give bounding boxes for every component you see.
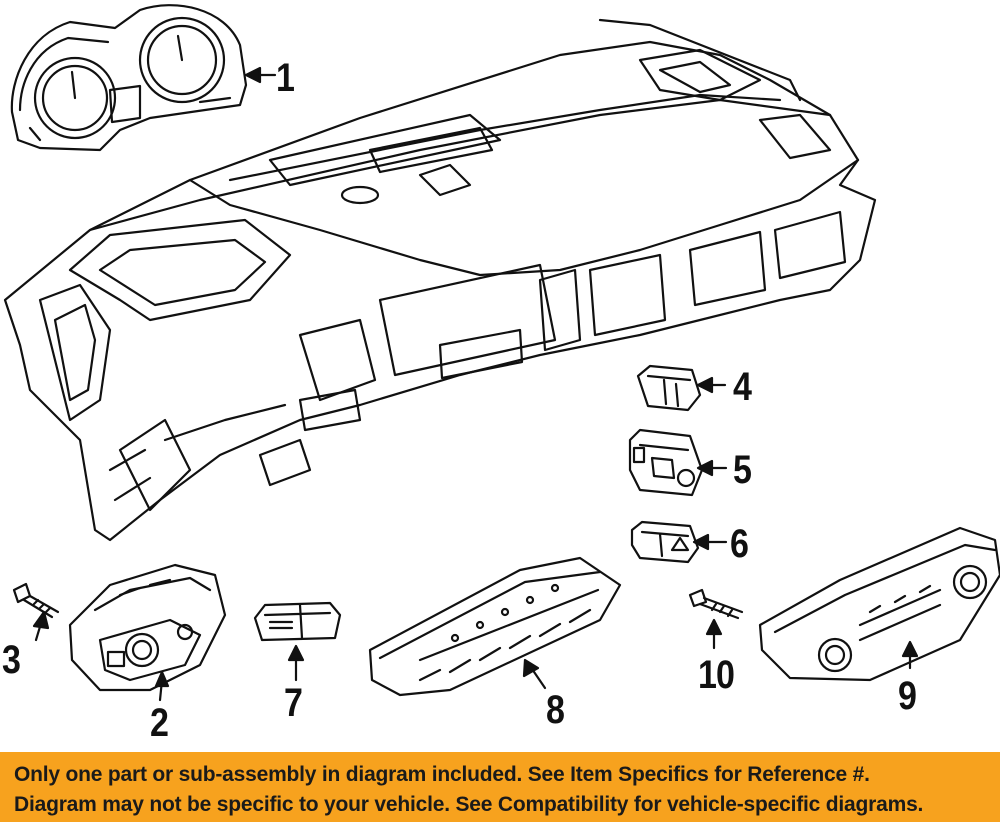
part-8-control-panel	[368, 556, 622, 697]
callout-4: 4	[733, 365, 752, 409]
part-3-screw	[12, 582, 60, 642]
notice-line-1: Only one part or sub-assembly in diagram…	[14, 763, 870, 786]
callout-2: 2	[150, 701, 169, 745]
part-1-instrument-cluster	[10, 4, 248, 152]
part-6-hazard-switch	[630, 520, 728, 564]
part-4-switch	[636, 364, 727, 412]
part-7-connector	[253, 601, 342, 682]
callout-10: 10	[698, 653, 735, 697]
callout-7: 7	[284, 681, 303, 725]
callout-6: 6	[730, 522, 749, 566]
parts-diagram	[3, 4, 1000, 702]
callout-1: 1	[276, 56, 295, 100]
part-9-climate-control	[758, 526, 1000, 682]
part-2-headlamp-switch	[68, 563, 227, 702]
part-5-switch	[628, 428, 728, 497]
notice-banner: Only one part or sub-assembly in diagram…	[0, 752, 1000, 822]
callout-5: 5	[733, 448, 752, 492]
callout-9: 9	[898, 674, 917, 718]
part-10-screw	[688, 588, 744, 650]
instrument-panel-dashboard	[3, 18, 877, 542]
callout-8: 8	[546, 688, 565, 732]
callout-3: 3	[2, 638, 21, 682]
notice-line-2: Diagram may not be specific to your vehi…	[14, 793, 924, 816]
callout-arrow-1	[244, 66, 277, 84]
